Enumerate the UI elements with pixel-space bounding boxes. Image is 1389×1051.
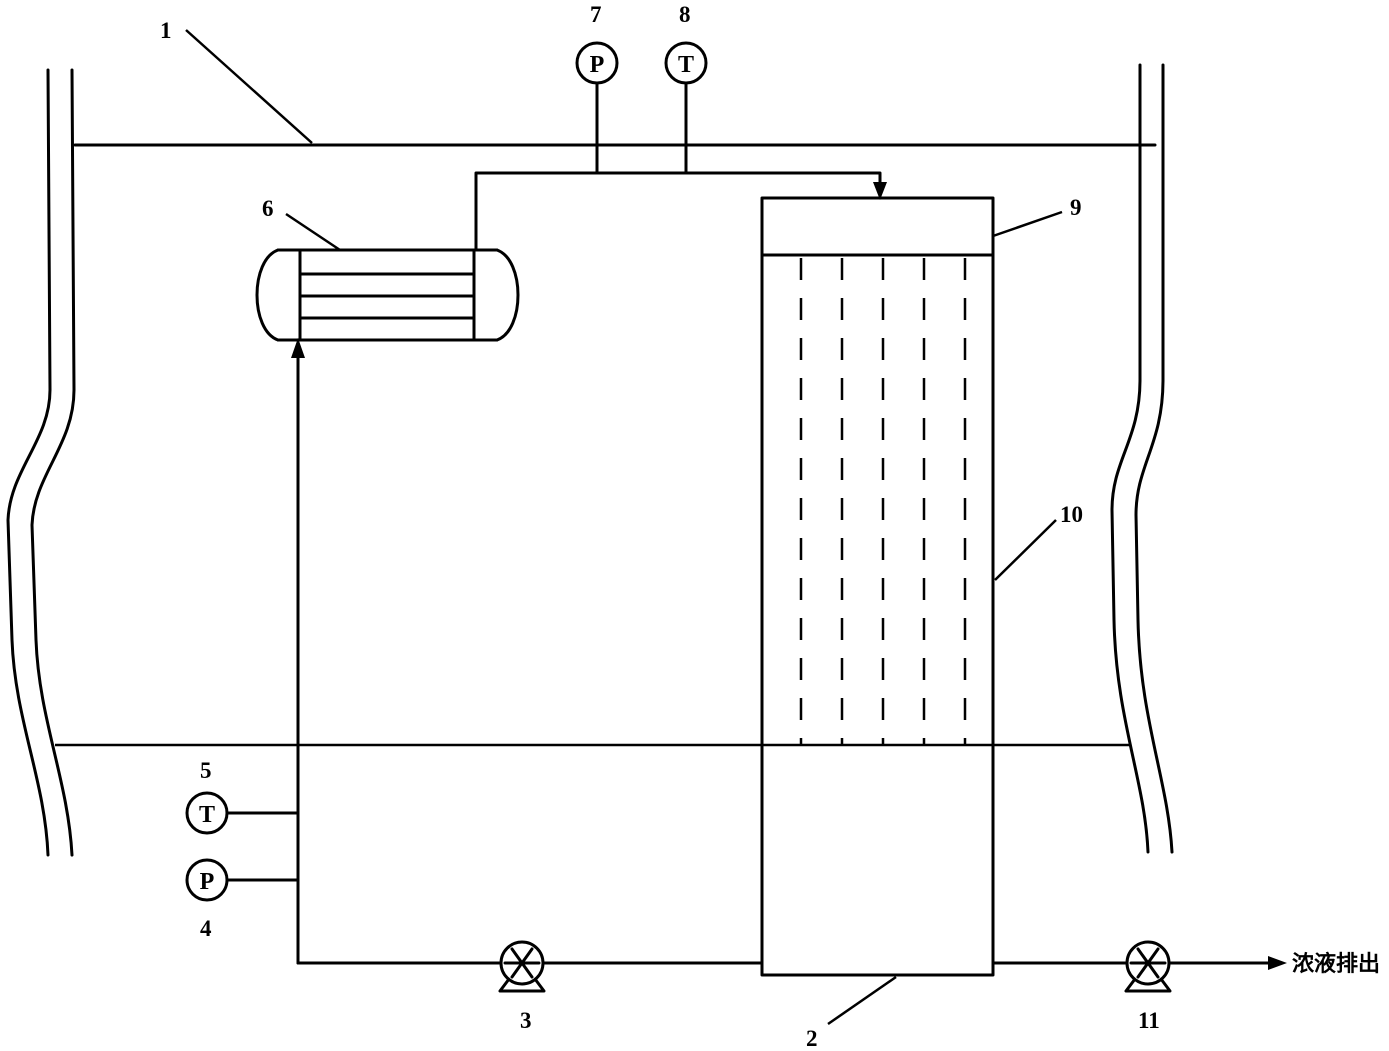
label-3: 3 (520, 1008, 532, 1033)
right-boundary-inner-line (1110, 63, 1150, 854)
arrow-right-icon (1268, 956, 1287, 970)
temperature-gauge-5-symbol: T (199, 802, 215, 828)
pump-11-spoke (1136, 947, 1160, 979)
leader-9 (992, 210, 1063, 238)
leader-1 (185, 29, 313, 144)
vapor-pipe (474, 171, 882, 252)
pump-11-base (1124, 977, 1172, 993)
column-body (760, 196, 995, 977)
right-boundary-outer-line (1134, 63, 1174, 854)
arrow-down-icon (873, 182, 887, 200)
temperature-gauge-5 (185, 791, 229, 835)
pump-3-spoke (510, 947, 534, 979)
leader-6 (285, 212, 341, 252)
temperature-gauge-8 (664, 41, 708, 85)
pressure-gauge-4-symbol: P (200, 869, 215, 895)
pressure-gauge-4 (185, 858, 229, 902)
label-1: 1 (160, 18, 172, 43)
label-7: 7 (590, 2, 602, 27)
heat-exchanger (255, 248, 520, 342)
label-5: 5 (200, 758, 212, 783)
leader-2 (827, 975, 897, 1026)
leader-10 (994, 519, 1057, 581)
label-8: 8 (679, 2, 691, 27)
label-10: 10 (1060, 502, 1083, 527)
column (760, 196, 995, 977)
label-9: 9 (1070, 195, 1082, 220)
pump-11 (1124, 940, 1172, 993)
pump-3-base (498, 977, 546, 993)
pump-3 (498, 940, 546, 993)
left-boundary-outer-line (6, 68, 52, 857)
heat-exchanger-right-cap (495, 248, 520, 342)
pressure-gauge-7 (575, 41, 619, 85)
left-boundary (6, 68, 76, 857)
left-boundary-inner-line (30, 68, 76, 857)
label-4: 4 (200, 916, 212, 941)
label-6: 6 (262, 196, 274, 221)
label-2: 2 (806, 1026, 818, 1051)
label-11: 11 (1138, 1008, 1160, 1033)
pressure-gauge-7-symbol: P (590, 52, 605, 78)
heat-exchanger-left-cap (255, 248, 280, 342)
right-boundary (1110, 63, 1174, 854)
temperature-gauge-8-symbol: T (678, 52, 694, 78)
arrow-up-icon (291, 338, 305, 358)
outlet-label: 浓液排出 (1292, 951, 1380, 977)
